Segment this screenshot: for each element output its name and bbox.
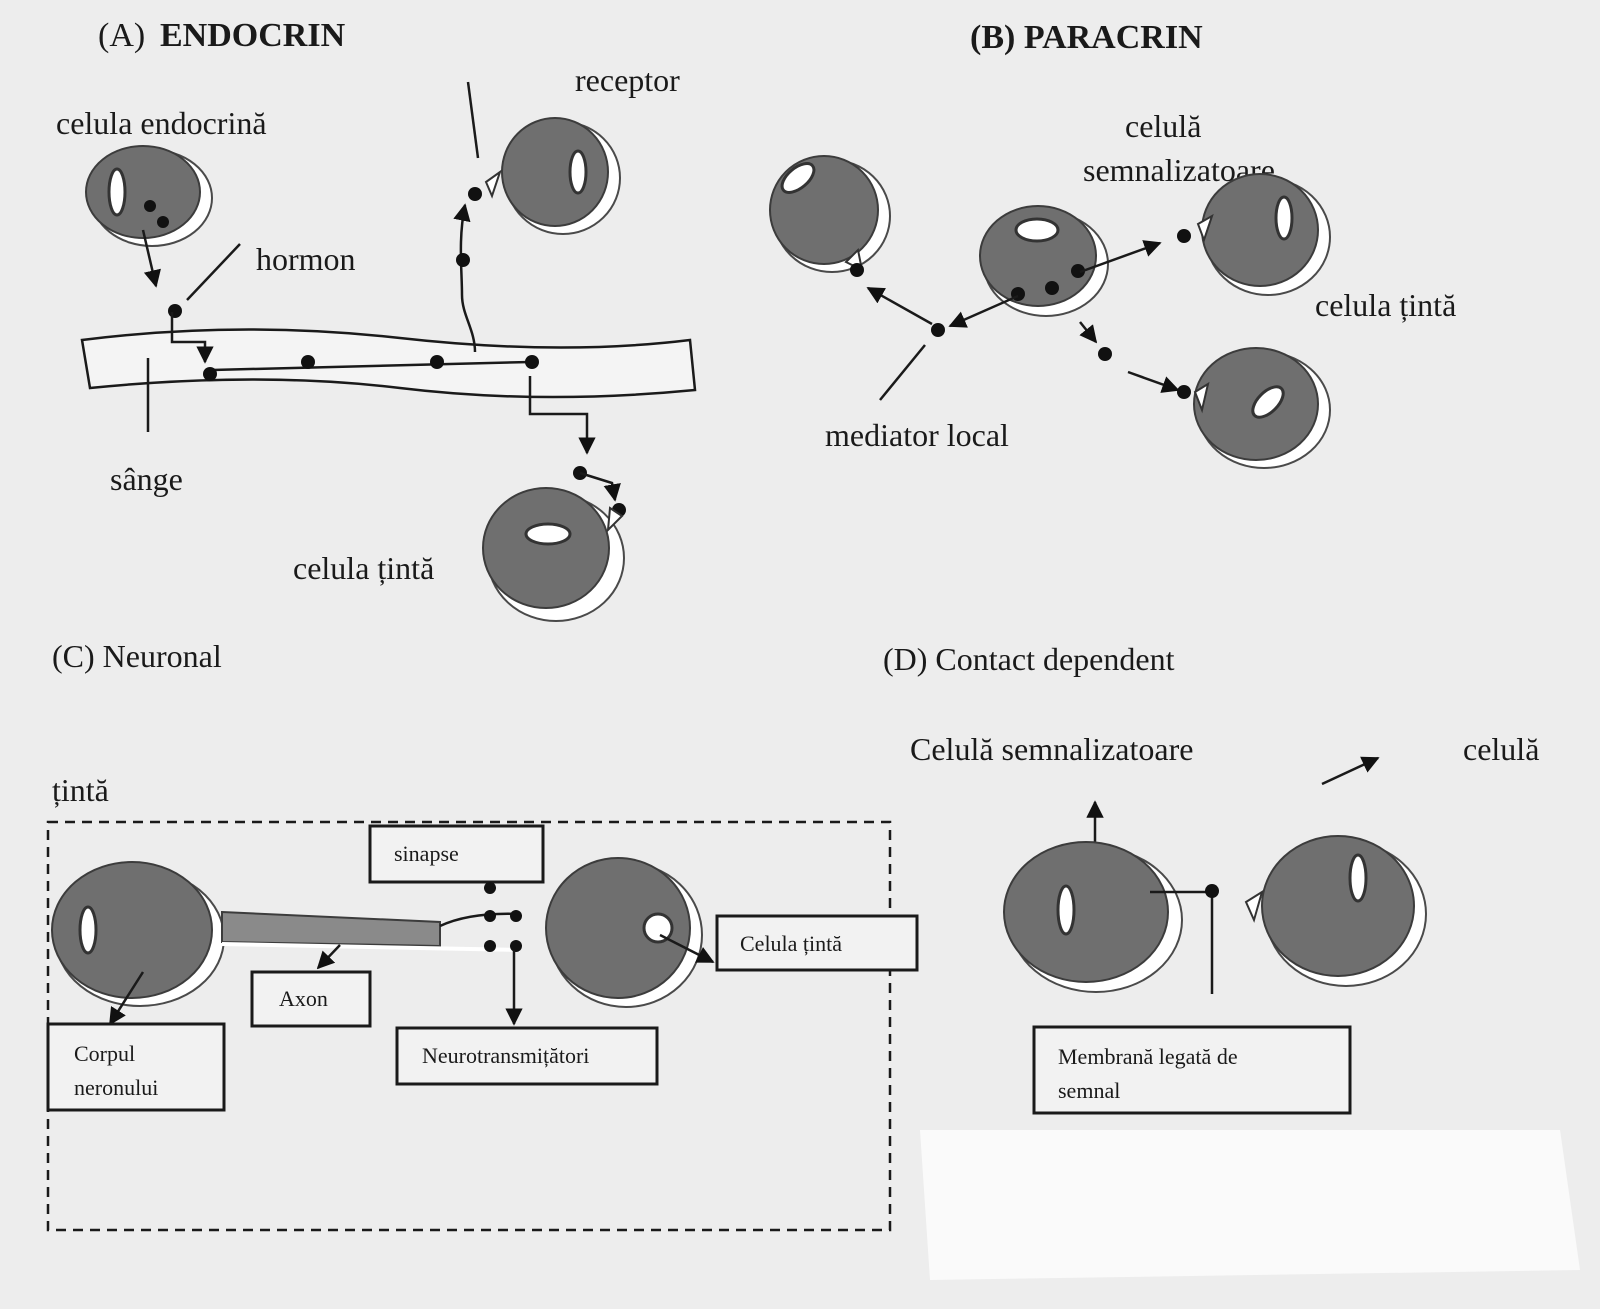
local-mediator-label: mediator local — [825, 417, 1009, 453]
neuron-cell-body — [51, 861, 225, 1007]
neurotransmitters-label: Neurotransmițători — [422, 1043, 589, 1068]
hormone-up-arrow — [453, 203, 477, 353]
target-cell-label-b: celula țintă — [1315, 287, 1456, 323]
panel-a-label: (A) — [98, 17, 145, 54]
signaling-cell-label-d: Celulă semnalizatoare — [910, 731, 1193, 767]
panel-neuronal: (C) Neuronal țintă sinapse Ce — [46, 638, 919, 1232]
panel-a-title: ENDOCRIN — [160, 17, 346, 54]
local-mediator-molecule — [931, 323, 945, 337]
blood-vessel — [80, 328, 697, 399]
neuronal-target-cell — [545, 857, 703, 1008]
endocrine-cell — [85, 145, 213, 247]
signaling-cell-label-1: celulă — [1125, 108, 1201, 144]
panel-c-title: (C) Neuronal — [52, 638, 222, 674]
local-mediator-pointer — [879, 344, 926, 401]
membrane-label-2: semnal — [1058, 1078, 1120, 1103]
axon — [221, 910, 441, 948]
hormone-flow-line — [211, 360, 531, 372]
receptor-label: receptor — [575, 62, 680, 98]
panel-d-title: (D) Contact dependent — [883, 641, 1175, 677]
blood-label: sânge — [110, 461, 183, 497]
target-cell-label-c: Celula țintă — [740, 931, 842, 956]
axon-label: Axon — [279, 986, 328, 1011]
synapse-box — [368, 824, 545, 884]
panel-endocrine: (A) ENDOCRIN celula endocrină hormon — [56, 17, 697, 622]
panel-paracrine: (B) PARACRIN celulă semnalizatoare — [769, 19, 1456, 469]
synapse-label: sinapse — [394, 841, 459, 866]
cell-body-box — [46, 1022, 226, 1112]
blank-area — [920, 1130, 1580, 1280]
target-cell-label-a: celula țintă — [293, 550, 434, 586]
panel-contact-dependent: (D) Contact dependent Celulă semnalizato… — [883, 641, 1580, 1280]
receptor-circle — [642, 912, 674, 944]
panel-b-title: (B) PARACRIN — [970, 19, 1203, 56]
contact-signaling-cell — [1003, 841, 1183, 993]
pointer-arrow — [1321, 756, 1380, 786]
contact-target-cell — [1244, 835, 1427, 987]
cell-body-label-2: neronului — [74, 1075, 158, 1100]
paracrine-target-left — [769, 155, 891, 273]
target-cell-bottom — [482, 487, 625, 622]
membrane-signal-box — [1032, 1025, 1352, 1115]
cell-body-label-1: Corpul — [74, 1041, 135, 1066]
secretion-arrow — [141, 229, 161, 288]
membrane-label-1: Membrană legată de — [1058, 1044, 1238, 1069]
paracrine-target-right-bottom — [1193, 347, 1331, 469]
hormone-pointer — [186, 243, 241, 301]
hormone-molecule — [168, 304, 182, 318]
target-cell-box — [715, 914, 919, 972]
receptor-pointer — [466, 81, 480, 159]
hormone-entry-arrow — [170, 312, 214, 364]
hormone-down-arrow — [528, 376, 596, 455]
paracrine-signaling-cell — [979, 205, 1109, 317]
cell-word: celulă — [1463, 731, 1539, 767]
hormone-label: hormon — [256, 241, 356, 277]
neurotransmitters-box — [395, 1026, 659, 1086]
endocrine-cell-label: celula endocrină — [56, 105, 267, 141]
axon-box — [250, 970, 372, 1028]
target-word: țintă — [52, 772, 109, 808]
target-cell-top — [484, 117, 621, 235]
paracrine-target-right-top — [1196, 173, 1331, 296]
